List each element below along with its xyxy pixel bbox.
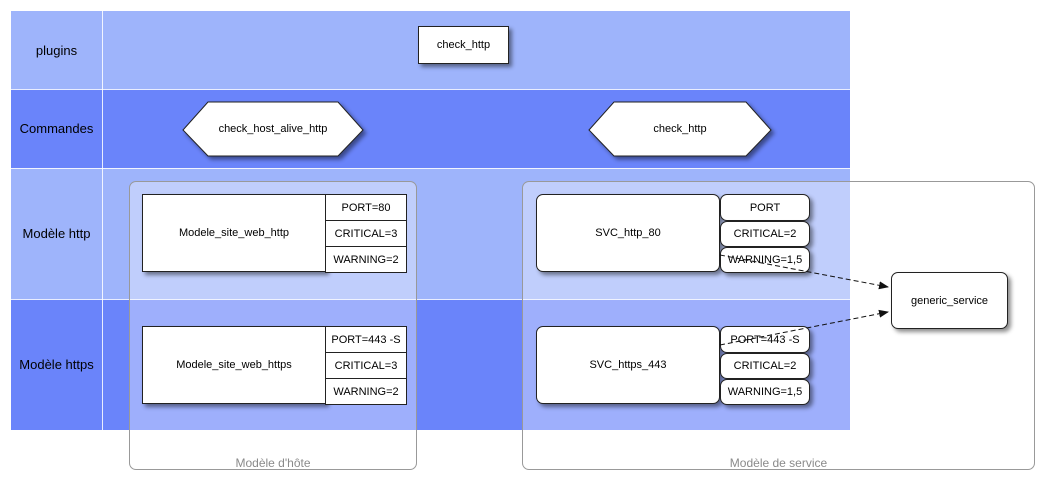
lane-divider (102, 299, 103, 430)
generic-service[interactable]: generic_service (891, 272, 1008, 329)
service-http-attr-port: PORT (720, 194, 810, 221)
host-https-attr-critical: CRITICAL=3 (325, 352, 407, 379)
lane-label-plugins: plugins (35, 42, 78, 58)
lane-label-modele-https: Modèle https (19, 357, 94, 372)
command-host-alive-label[interactable]: check_host_alive_http (218, 123, 328, 135)
lane-label-commandes: Commandes (19, 121, 94, 136)
host-template-https[interactable]: Modele_site_web_https (142, 326, 326, 404)
service-https-attr-critical: CRITICAL=2 (720, 353, 810, 379)
service-template-https[interactable]: SVC_https_443 (536, 326, 720, 404)
lane-label-modele-http: Modèle http (22, 226, 91, 241)
host-template-group-label: Modèle d'hôte (235, 456, 311, 470)
command-check-http-label[interactable]: check_http (653, 123, 707, 135)
service-template-group-label: Modèle de service (729, 456, 828, 470)
lane-divider (102, 89, 103, 168)
service-template-http[interactable]: SVC_http_80 (536, 194, 720, 272)
host-https-attr-warning: WARNING=2 (325, 378, 407, 405)
lane-border (11, 89, 850, 90)
service-http-attr-critical: CRITICAL=2 (720, 221, 810, 247)
lane-border (11, 168, 850, 169)
service-http-attr-warning: WARNING=1,5 (720, 247, 810, 273)
service-https-attr-warning: WARNING=1,5 (720, 379, 810, 405)
host-https-attr-port: PORT=443 -S (325, 326, 407, 353)
host-http-attr-port: PORT=80 (325, 194, 407, 221)
host-template-http[interactable]: Modele_site_web_http (142, 194, 326, 272)
lane-divider (102, 11, 103, 89)
lane-divider (102, 168, 103, 299)
plugin-check-http[interactable]: check_http (418, 26, 509, 64)
host-http-attr-warning: WARNING=2 (325, 246, 407, 273)
service-https-attr-port: PORT=443 -S (720, 326, 810, 353)
host-http-attr-critical: CRITICAL=3 (325, 220, 407, 247)
lane-border (11, 299, 850, 300)
